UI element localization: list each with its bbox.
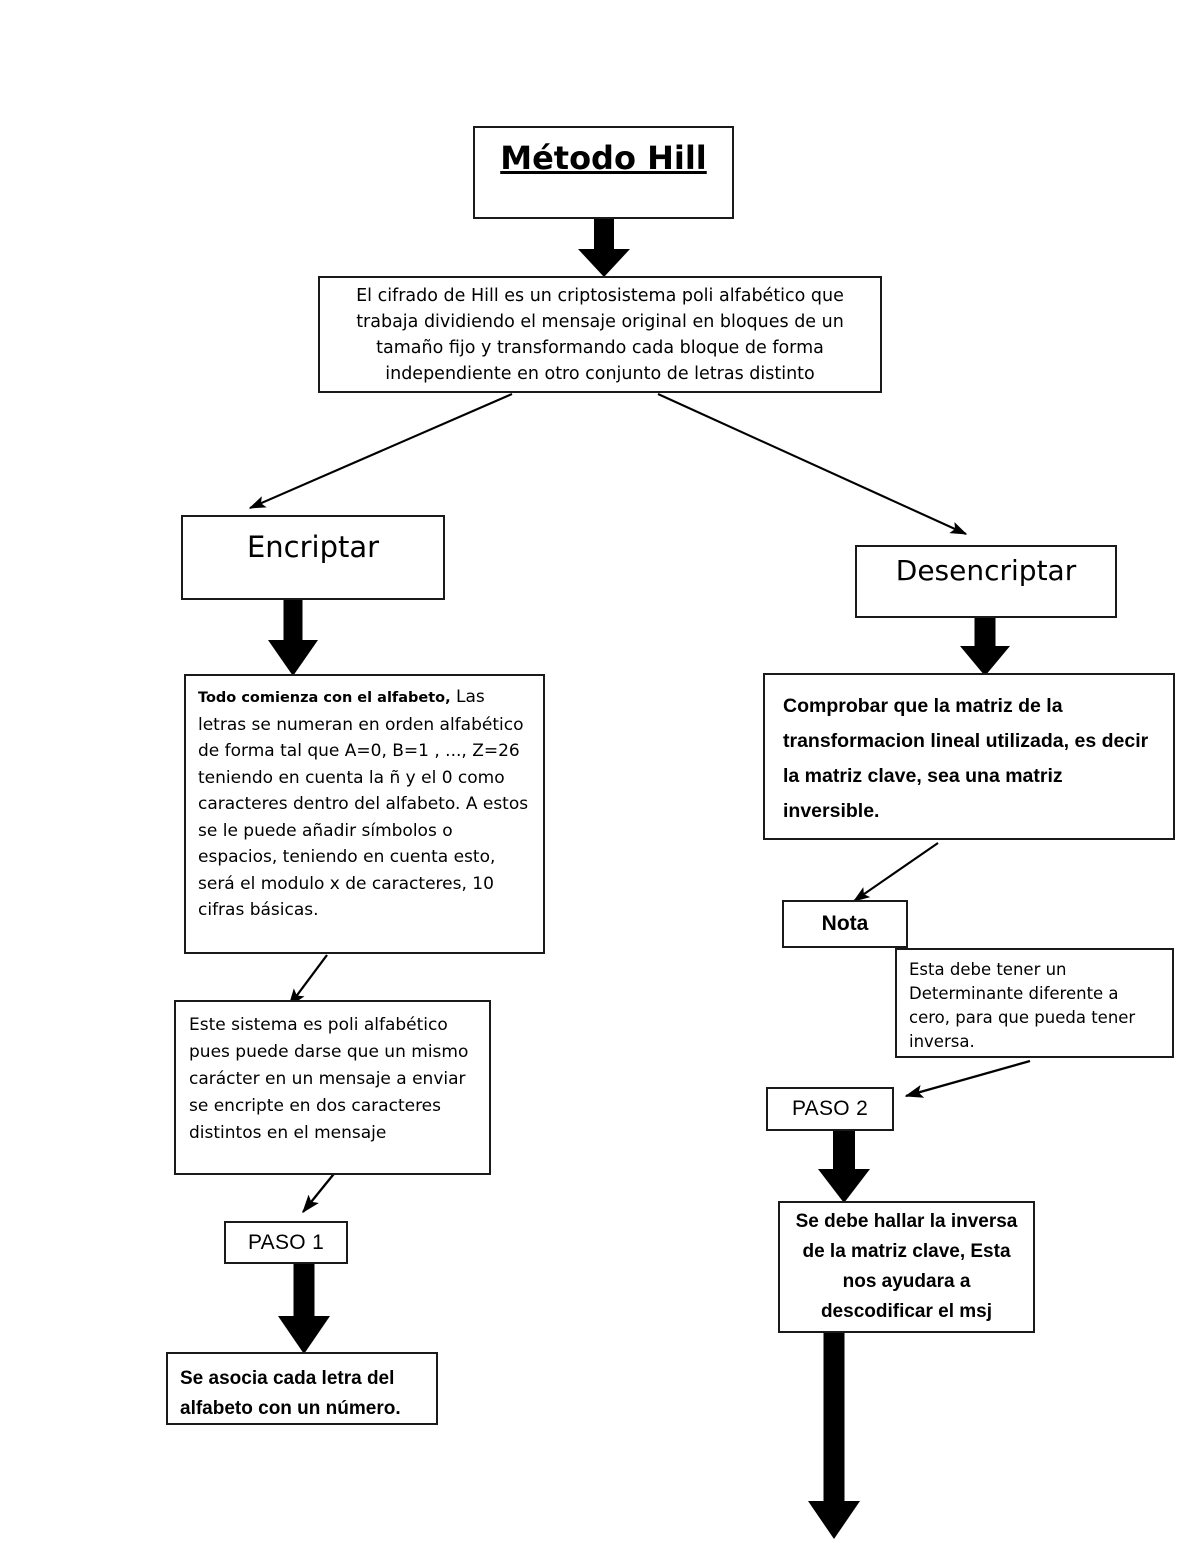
- node-paso1[interactable]: PASO 1: [224, 1221, 348, 1264]
- node-paso1-label: PASO 1: [247, 1230, 325, 1254]
- node-inversa[interactable]: Se debe hallar la inversa de la matriz c…: [778, 1201, 1035, 1333]
- block-arrow-inversa-to-continuation: [808, 1333, 860, 1545]
- node-comprobar[interactable]: Comprobar que la matriz de la transforma…: [763, 673, 1175, 840]
- node-encriptar-label: Encriptar: [246, 530, 380, 564]
- node-alfabeto-text: Todo comienza con el alfabeto, Las letra…: [198, 684, 531, 924]
- edge-determinante-to-paso2: [904, 1059, 1031, 1098]
- edge-description-to-encriptar: [248, 393, 513, 509]
- node-desencriptar[interactable]: Desencriptar: [855, 545, 1117, 618]
- node-description-label: El cifrado de Hill es un criptosistema p…: [356, 285, 844, 384]
- node-alfabeto-lead: Todo comienza con el alfabeto,: [198, 690, 451, 706]
- node-paso2-label: PASO 2: [791, 1097, 869, 1120]
- block-arrow-encriptar-to-alfabeto: [268, 600, 318, 676]
- node-encriptar[interactable]: Encriptar: [181, 515, 445, 600]
- node-nota[interactable]: Nota: [782, 900, 908, 948]
- node-description[interactable]: El cifrado de Hill es un criptosistema p…: [318, 276, 882, 393]
- node-polialfabetico[interactable]: Este sistema es poli alfabético pues pue…: [174, 1000, 491, 1175]
- edge-alfabeto-to-polialfabetico: [288, 954, 328, 1008]
- node-title-label: Método Hill: [500, 139, 707, 177]
- node-comprobar-label: Comprobar que la matriz de la transforma…: [783, 695, 1149, 822]
- block-arrow-paso1-to-asocia: [278, 1264, 330, 1354]
- edge-description-to-desencriptar: [657, 393, 968, 535]
- node-paso2[interactable]: PASO 2: [766, 1087, 894, 1131]
- block-arrow-title-to-description: [578, 219, 630, 277]
- node-determinante[interactable]: Esta debe tener un Determinante diferent…: [895, 948, 1174, 1058]
- node-polialfabetico-label: Este sistema es poli alfabético pues pue…: [189, 1015, 469, 1143]
- node-inversa-label: Se debe hallar la inversa de la matriz c…: [795, 1211, 1018, 1322]
- block-arrow-paso2-to-inversa: [818, 1131, 870, 1203]
- node-determinante-label: Esta debe tener un Determinante diferent…: [909, 960, 1136, 1051]
- node-asocia[interactable]: Se asocia cada letra del alfabeto con un…: [166, 1352, 438, 1425]
- node-alfabeto-body: Las letras se numeran en orden alfabétic…: [198, 687, 529, 920]
- node-nota-label: Nota: [821, 912, 869, 935]
- node-title[interactable]: Método Hill: [473, 126, 734, 219]
- node-asocia-label: Se asocia cada letra del alfabeto con un…: [180, 1368, 401, 1419]
- node-alfabeto[interactable]: Todo comienza con el alfabeto, Las letra…: [184, 674, 545, 954]
- node-desencriptar-label: Desencriptar: [895, 554, 1077, 587]
- block-arrow-desencriptar-to-comprobar: [960, 618, 1010, 676]
- edge-polialfabetico-to-paso1: [302, 1169, 338, 1214]
- edge-comprobar-to-nota: [852, 842, 939, 902]
